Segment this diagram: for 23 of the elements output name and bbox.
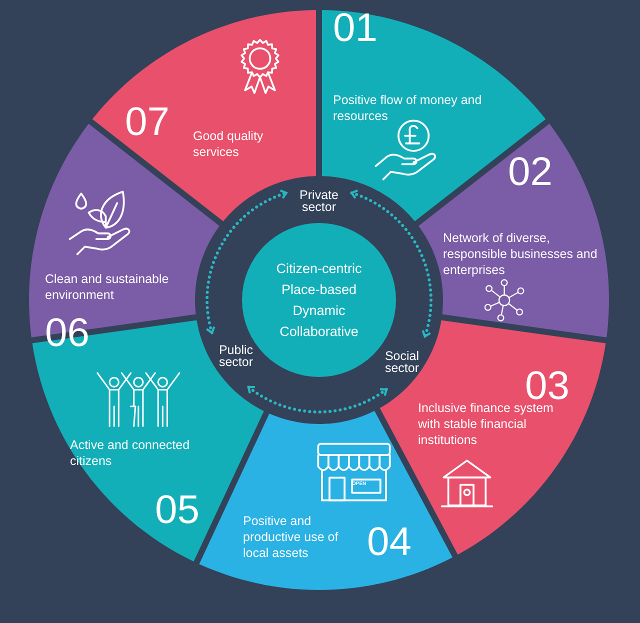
step-number: 07	[125, 102, 170, 142]
segment-text: Active and connected citizens	[70, 437, 191, 469]
dotted-arrow	[206, 190, 288, 334]
step-number: 04	[367, 522, 412, 562]
segment-text: Positive flow of money and resources	[333, 92, 483, 124]
value-text: Citizen-centric	[276, 260, 362, 278]
sector-label: Public sector	[206, 344, 266, 368]
dotted-arrow	[350, 190, 432, 338]
step-number: 06	[45, 313, 90, 353]
segment-text: Positive and productive use of local assets	[243, 513, 340, 561]
step-number: 02	[508, 152, 552, 192]
step-number: 05	[155, 490, 200, 530]
value-text: Collaborative	[280, 323, 358, 341]
segment-text: Clean and sustainable environment	[45, 271, 170, 303]
sector-label: Private sector	[289, 189, 349, 213]
segment-text: Inclusive finance system with stable financial institutions	[418, 400, 554, 448]
value-text: Dynamic	[292, 302, 346, 320]
segment-text: Good quality services	[193, 128, 264, 160]
value-text: Place-based	[281, 281, 357, 299]
step-number: 01	[333, 8, 378, 48]
sector-label: Social sector	[372, 350, 432, 374]
dotted-arrow	[247, 386, 388, 414]
segment-text: Network of diverse, responsible businesses and enterprises	[443, 230, 598, 278]
